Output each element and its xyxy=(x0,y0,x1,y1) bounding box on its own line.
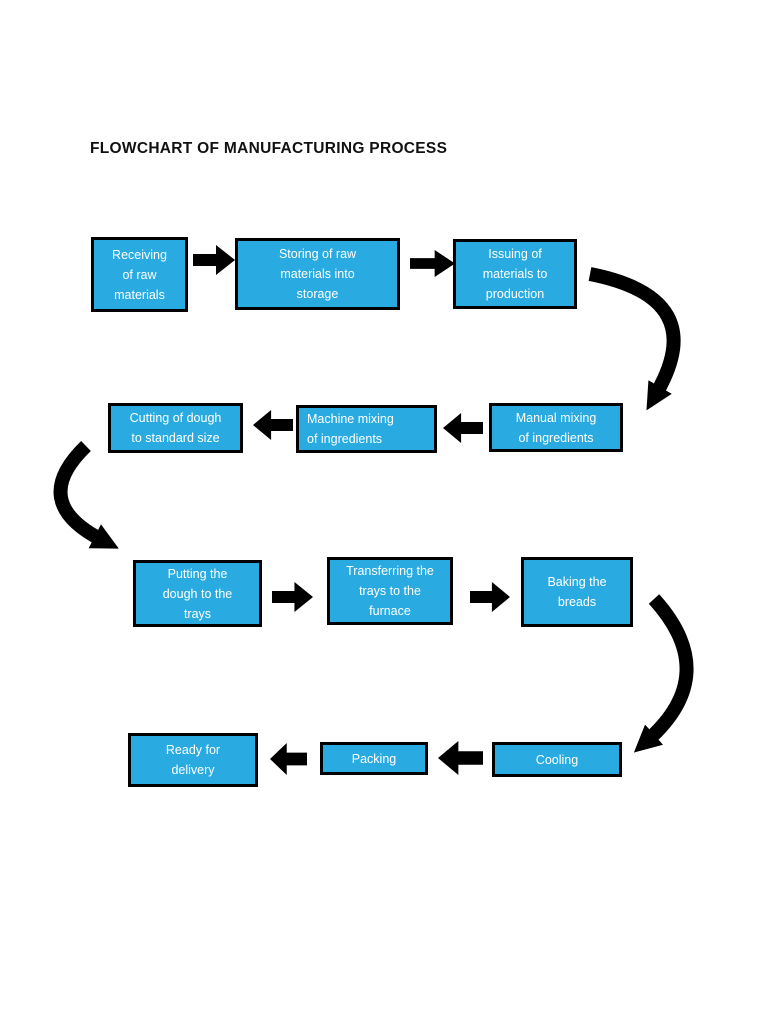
curved-arrow-down-icon xyxy=(588,267,681,411)
node-label: Putting the dough to the trays xyxy=(162,566,233,621)
node-label: Cutting of dough to standard size xyxy=(129,411,222,445)
arrow-left-icon xyxy=(253,410,293,440)
node-ready-for-delivery: Ready for delivery xyxy=(128,733,258,787)
node-label: Cooling xyxy=(535,752,579,767)
node-label: Manual mixing of ingredients xyxy=(515,410,597,445)
node-label: Ready for delivery xyxy=(165,743,221,777)
node-storing-of-raw-materials: Storing of raw materials into storage xyxy=(235,238,400,310)
node-label: Issuing of materials to production xyxy=(482,247,548,301)
node-receiving-of-raw-materials: Receiving of raw materials xyxy=(91,237,188,312)
page-title: FLOWCHART OF MANUFACTURING PROCESS xyxy=(90,140,448,157)
node-label: Packing xyxy=(351,751,397,766)
node-transferring-trays: Transferring the trays to the furnace xyxy=(327,557,453,625)
arrow-left-icon xyxy=(270,743,307,775)
arrow-right-icon xyxy=(470,582,510,612)
arrow-right-icon xyxy=(410,250,455,277)
arrow-right-icon xyxy=(272,582,313,612)
node-cooling: Cooling xyxy=(492,742,622,777)
curved-arrow-down-icon xyxy=(53,440,119,549)
node-issuing-of-materials: Issuing of materials to production xyxy=(453,239,577,309)
node-packing: Packing xyxy=(320,742,428,775)
node-label: Machine mixing of ingredients xyxy=(307,412,394,446)
node-machine-mixing: Machine mixing of ingredients xyxy=(296,405,437,453)
node-label: Baking the breads xyxy=(547,575,607,609)
curved-arrow-down-icon xyxy=(633,594,694,753)
arrow-left-icon xyxy=(438,741,483,775)
node-label: Transferring the trays to the furnace xyxy=(346,564,434,618)
arrow-right-icon xyxy=(193,245,235,275)
node-manual-mixing: Manual mixing of ingredients xyxy=(489,403,623,452)
arrow-left-icon xyxy=(443,413,483,443)
node-cutting-of-dough: Cutting of dough to standard size xyxy=(108,403,243,453)
node-label: Storing of raw materials into storage xyxy=(278,247,357,301)
node-baking-the-breads: Baking the breads xyxy=(521,557,633,627)
node-label: Receiving of raw materials xyxy=(112,247,167,302)
node-putting-dough-to-trays: Putting the dough to the trays xyxy=(133,560,262,627)
